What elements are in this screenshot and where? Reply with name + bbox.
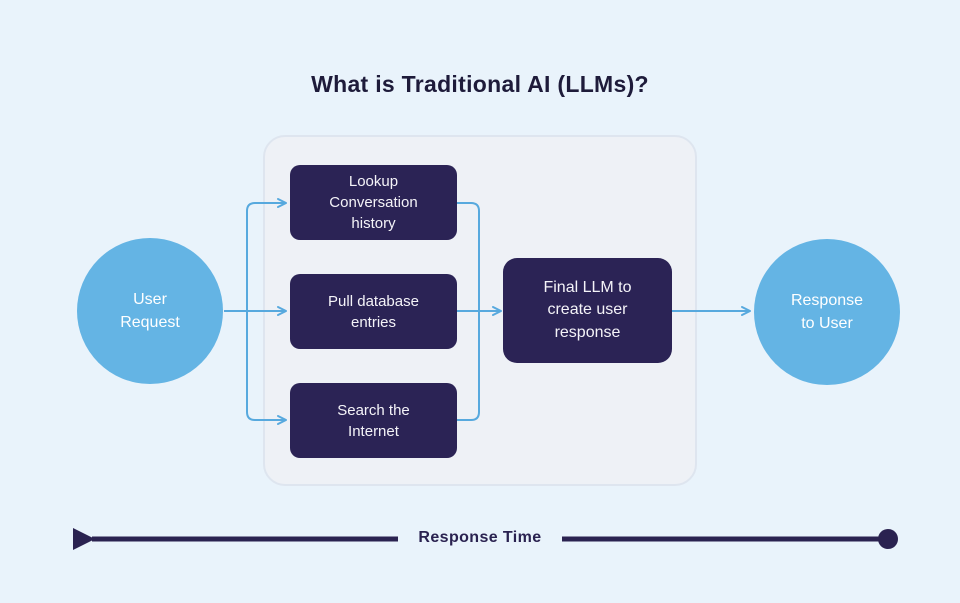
user-request-node: User Request	[77, 238, 223, 384]
response-time-label: Response Time	[418, 529, 542, 546]
step-pull-database-node: Pull database entries	[290, 274, 457, 349]
step-lookup-history-node: Lookup Conversation history	[290, 165, 457, 240]
response-to-user-node: Response to User	[754, 239, 900, 385]
step-search-internet-node: Search the Internet	[290, 383, 457, 458]
page-title: What is Traditional AI (LLMs)?	[311, 71, 649, 97]
final-llm-node: Final LLM to create user response	[503, 258, 672, 363]
merge-line-step1	[457, 202, 480, 311]
merge-line-step3	[457, 311, 480, 421]
arrow-branch-to-step1	[246, 198, 287, 311]
timeline-start-triangle-icon	[73, 528, 95, 550]
arrow-branch-to-step3	[246, 311, 287, 425]
timeline-end-dot-icon	[878, 529, 898, 549]
